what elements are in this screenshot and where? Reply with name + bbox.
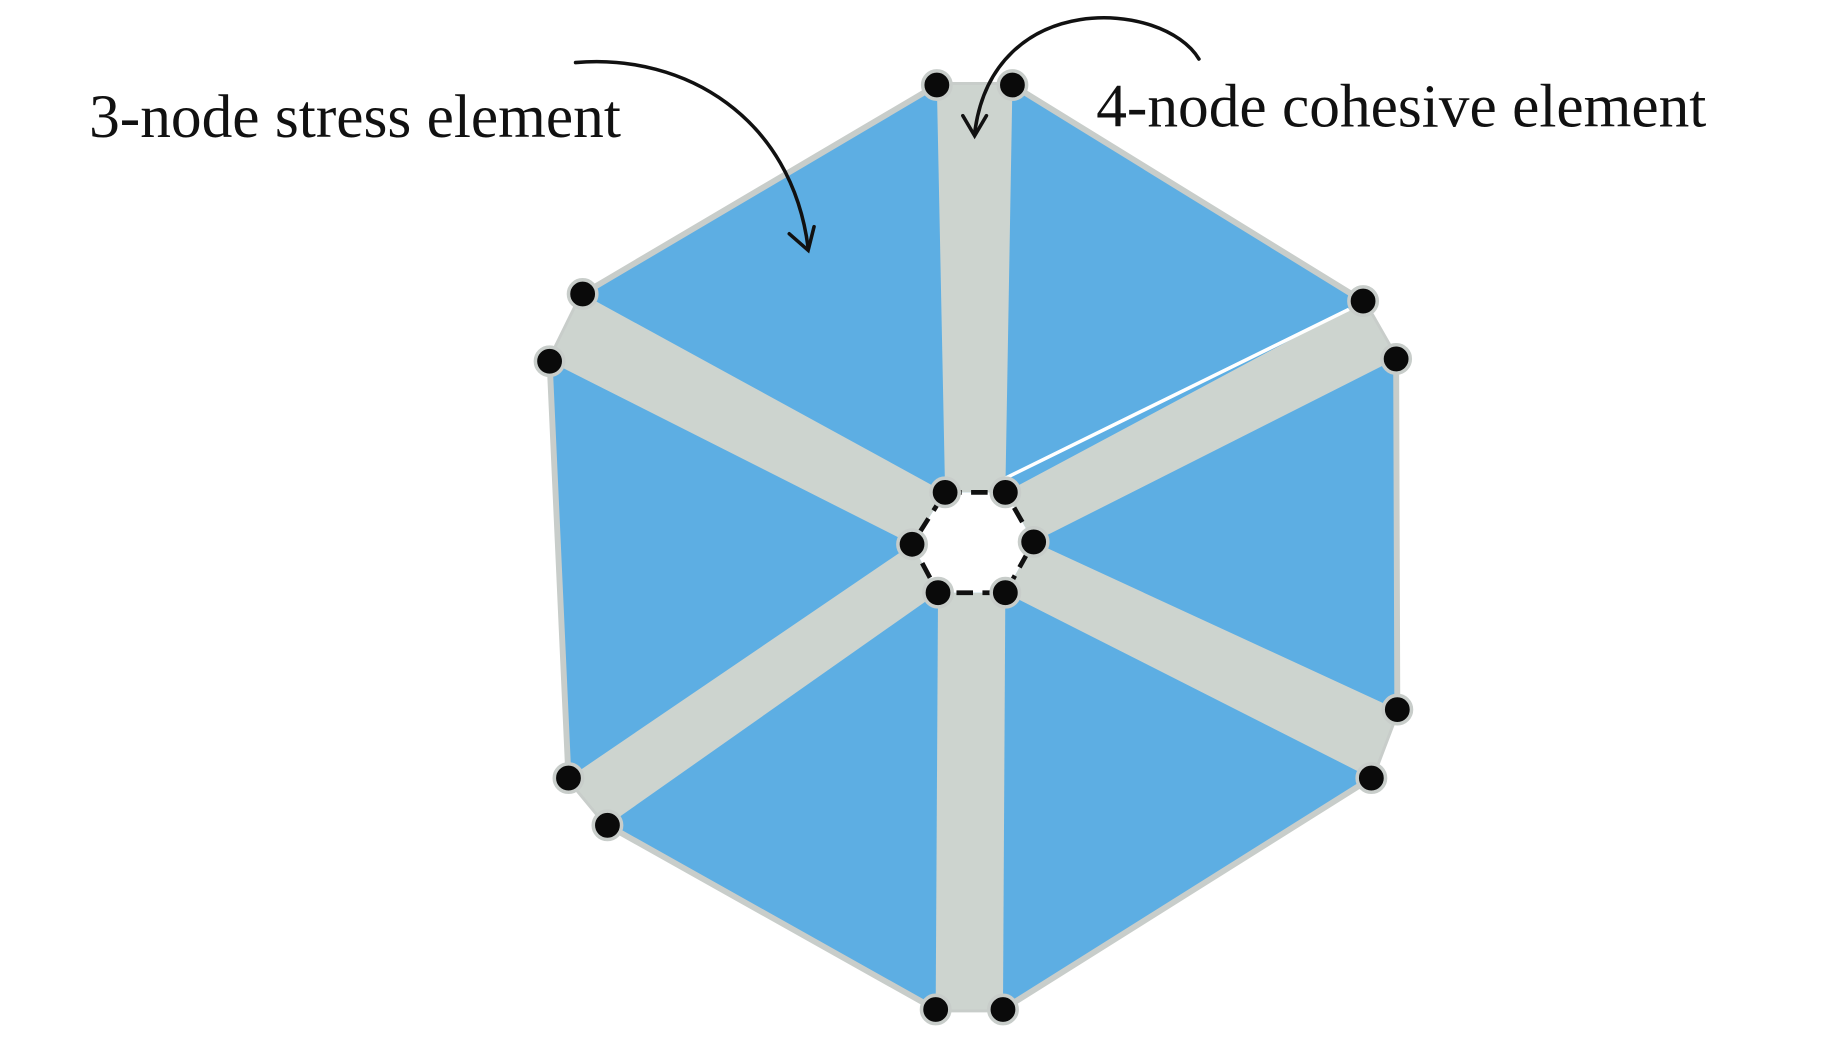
- node: [552, 762, 585, 795]
- node: [1347, 285, 1380, 318]
- node: [1381, 693, 1414, 726]
- cohesive-arrowhead: [961, 113, 989, 140]
- stress-arrowhead: [787, 224, 816, 254]
- node: [1355, 762, 1388, 795]
- cohesive-band-lower-right: [1005, 541, 1398, 779]
- node: [929, 476, 962, 509]
- node: [533, 345, 566, 378]
- cohesive-band-top: [936, 85, 1013, 493]
- nodes: [533, 69, 1414, 1026]
- node: [1017, 525, 1050, 558]
- cohesive-band-bottom: [935, 592, 1006, 1010]
- cohesive-element-label: 4-node cohesive element: [1096, 72, 1706, 140]
- node: [922, 576, 954, 609]
- stress-arrow: [573, 59, 810, 250]
- cohesive-elements: [549, 85, 1398, 1010]
- cohesive-arrow: [972, 16, 1201, 136]
- node: [591, 809, 624, 842]
- cohesive-band-upper-right: [1005, 301, 1397, 542]
- node: [920, 69, 953, 101]
- arrows: [573, 16, 1201, 254]
- node: [919, 993, 952, 1026]
- white-gap-line: [1004, 307, 1350, 480]
- node: [989, 476, 1022, 509]
- node: [896, 528, 928, 561]
- node: [566, 278, 599, 310]
- node: [987, 993, 1019, 1026]
- cohesive-band-upper-left: [549, 293, 946, 545]
- node: [989, 576, 1022, 609]
- cohesive-band-lower-left: [568, 544, 939, 826]
- node: [996, 69, 1029, 101]
- node: [1380, 342, 1413, 375]
- stress-element-label: 3-node stress element: [89, 83, 621, 151]
